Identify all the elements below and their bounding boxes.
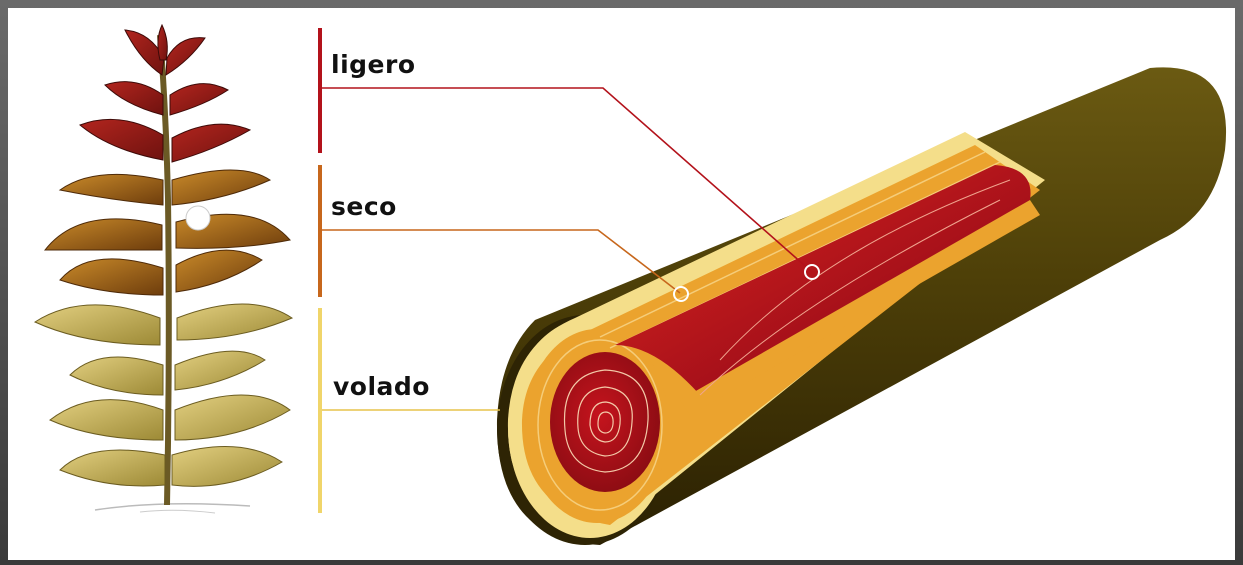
- ligero-label: ligero: [331, 50, 416, 79]
- tobacco-plant-illustration: [35, 25, 292, 513]
- cigar-cross-section: [497, 67, 1226, 545]
- flower-icon: [186, 206, 210, 230]
- volado-leaves: [35, 304, 292, 486]
- seco-bar: [318, 165, 322, 297]
- ligero-bar: [318, 28, 322, 153]
- volado-bar: [318, 308, 322, 513]
- volado-label: volado: [333, 372, 430, 401]
- seco-label: seco: [331, 192, 397, 221]
